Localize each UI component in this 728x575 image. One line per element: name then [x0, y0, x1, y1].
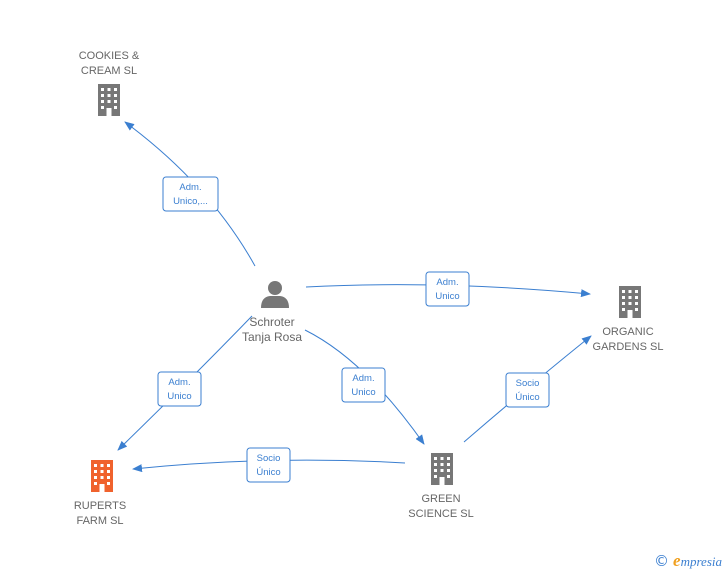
- edge-label-person-cookies[interactable]: Adm. Unico,...: [162, 176, 219, 212]
- building-icon: [91, 460, 113, 492]
- edge-label-green-ruperts[interactable]: Socio Único: [246, 447, 291, 483]
- edge-label-line1: Socio: [257, 453, 281, 464]
- building-icon: [98, 84, 120, 116]
- node-cookies-and-cream[interactable]: COOKIES & CREAM SL: [79, 50, 140, 116]
- brand-name: mpresia: [680, 554, 722, 569]
- building-icon: [619, 286, 641, 318]
- edge-label-person-green[interactable]: Adm. Unico: [341, 367, 386, 403]
- node-label-line1: RUPERTS: [74, 500, 126, 512]
- node-label-line2: FARM SL: [76, 515, 123, 527]
- node-label-line2: GARDENS SL: [593, 341, 664, 353]
- edge-label-person-organic[interactable]: Adm. Unico: [425, 271, 470, 307]
- edge-label-line2: Unico: [435, 291, 459, 302]
- edge-label-line1: Adm.: [352, 373, 374, 384]
- edge-label-line2: Unico: [167, 391, 191, 402]
- brand-initial: e: [673, 551, 681, 570]
- node-label-line2: CREAM SL: [81, 65, 137, 77]
- node-green-science[interactable]: GREEN SCIENCE SL: [408, 453, 474, 520]
- edge-label-line2: Único: [256, 467, 280, 478]
- edge-label-person-ruperts[interactable]: Adm. Unico: [157, 371, 202, 407]
- copyright-icon: ©: [654, 552, 670, 570]
- edge-label-line2: Único: [515, 392, 539, 403]
- edge-label-line1: Socio: [516, 378, 540, 389]
- node-ruperts-farm[interactable]: RUPERTS FARM SL: [74, 460, 126, 527]
- footer-brand: © empresia: [654, 551, 722, 571]
- edge-label-green-organic[interactable]: Socio Único: [505, 372, 550, 408]
- edge-label-line1: Adm.: [179, 182, 201, 193]
- edge-label-line1: Adm.: [168, 377, 190, 388]
- node-label-line1: GREEN: [421, 493, 460, 505]
- brand-logo[interactable]: empresia: [673, 551, 722, 571]
- node-label-line1: ORGANIC: [602, 326, 653, 338]
- person-icon: [261, 281, 289, 308]
- node-label-line1: Schroter: [249, 315, 294, 329]
- node-person-schroter[interactable]: Schroter Tanja Rosa: [242, 281, 302, 344]
- node-label-line2: SCIENCE SL: [408, 508, 473, 520]
- edge-label-line1: Adm.: [436, 277, 458, 288]
- node-label-line2: Tanja Rosa: [242, 330, 302, 344]
- edge-label-line2: Unico: [351, 387, 375, 398]
- building-icon: [431, 453, 453, 485]
- node-label-line1: COOKIES &: [79, 50, 140, 62]
- edge-label-line2: Unico,...: [173, 196, 208, 207]
- node-organic-gardens[interactable]: ORGANIC GARDENS SL: [593, 286, 664, 353]
